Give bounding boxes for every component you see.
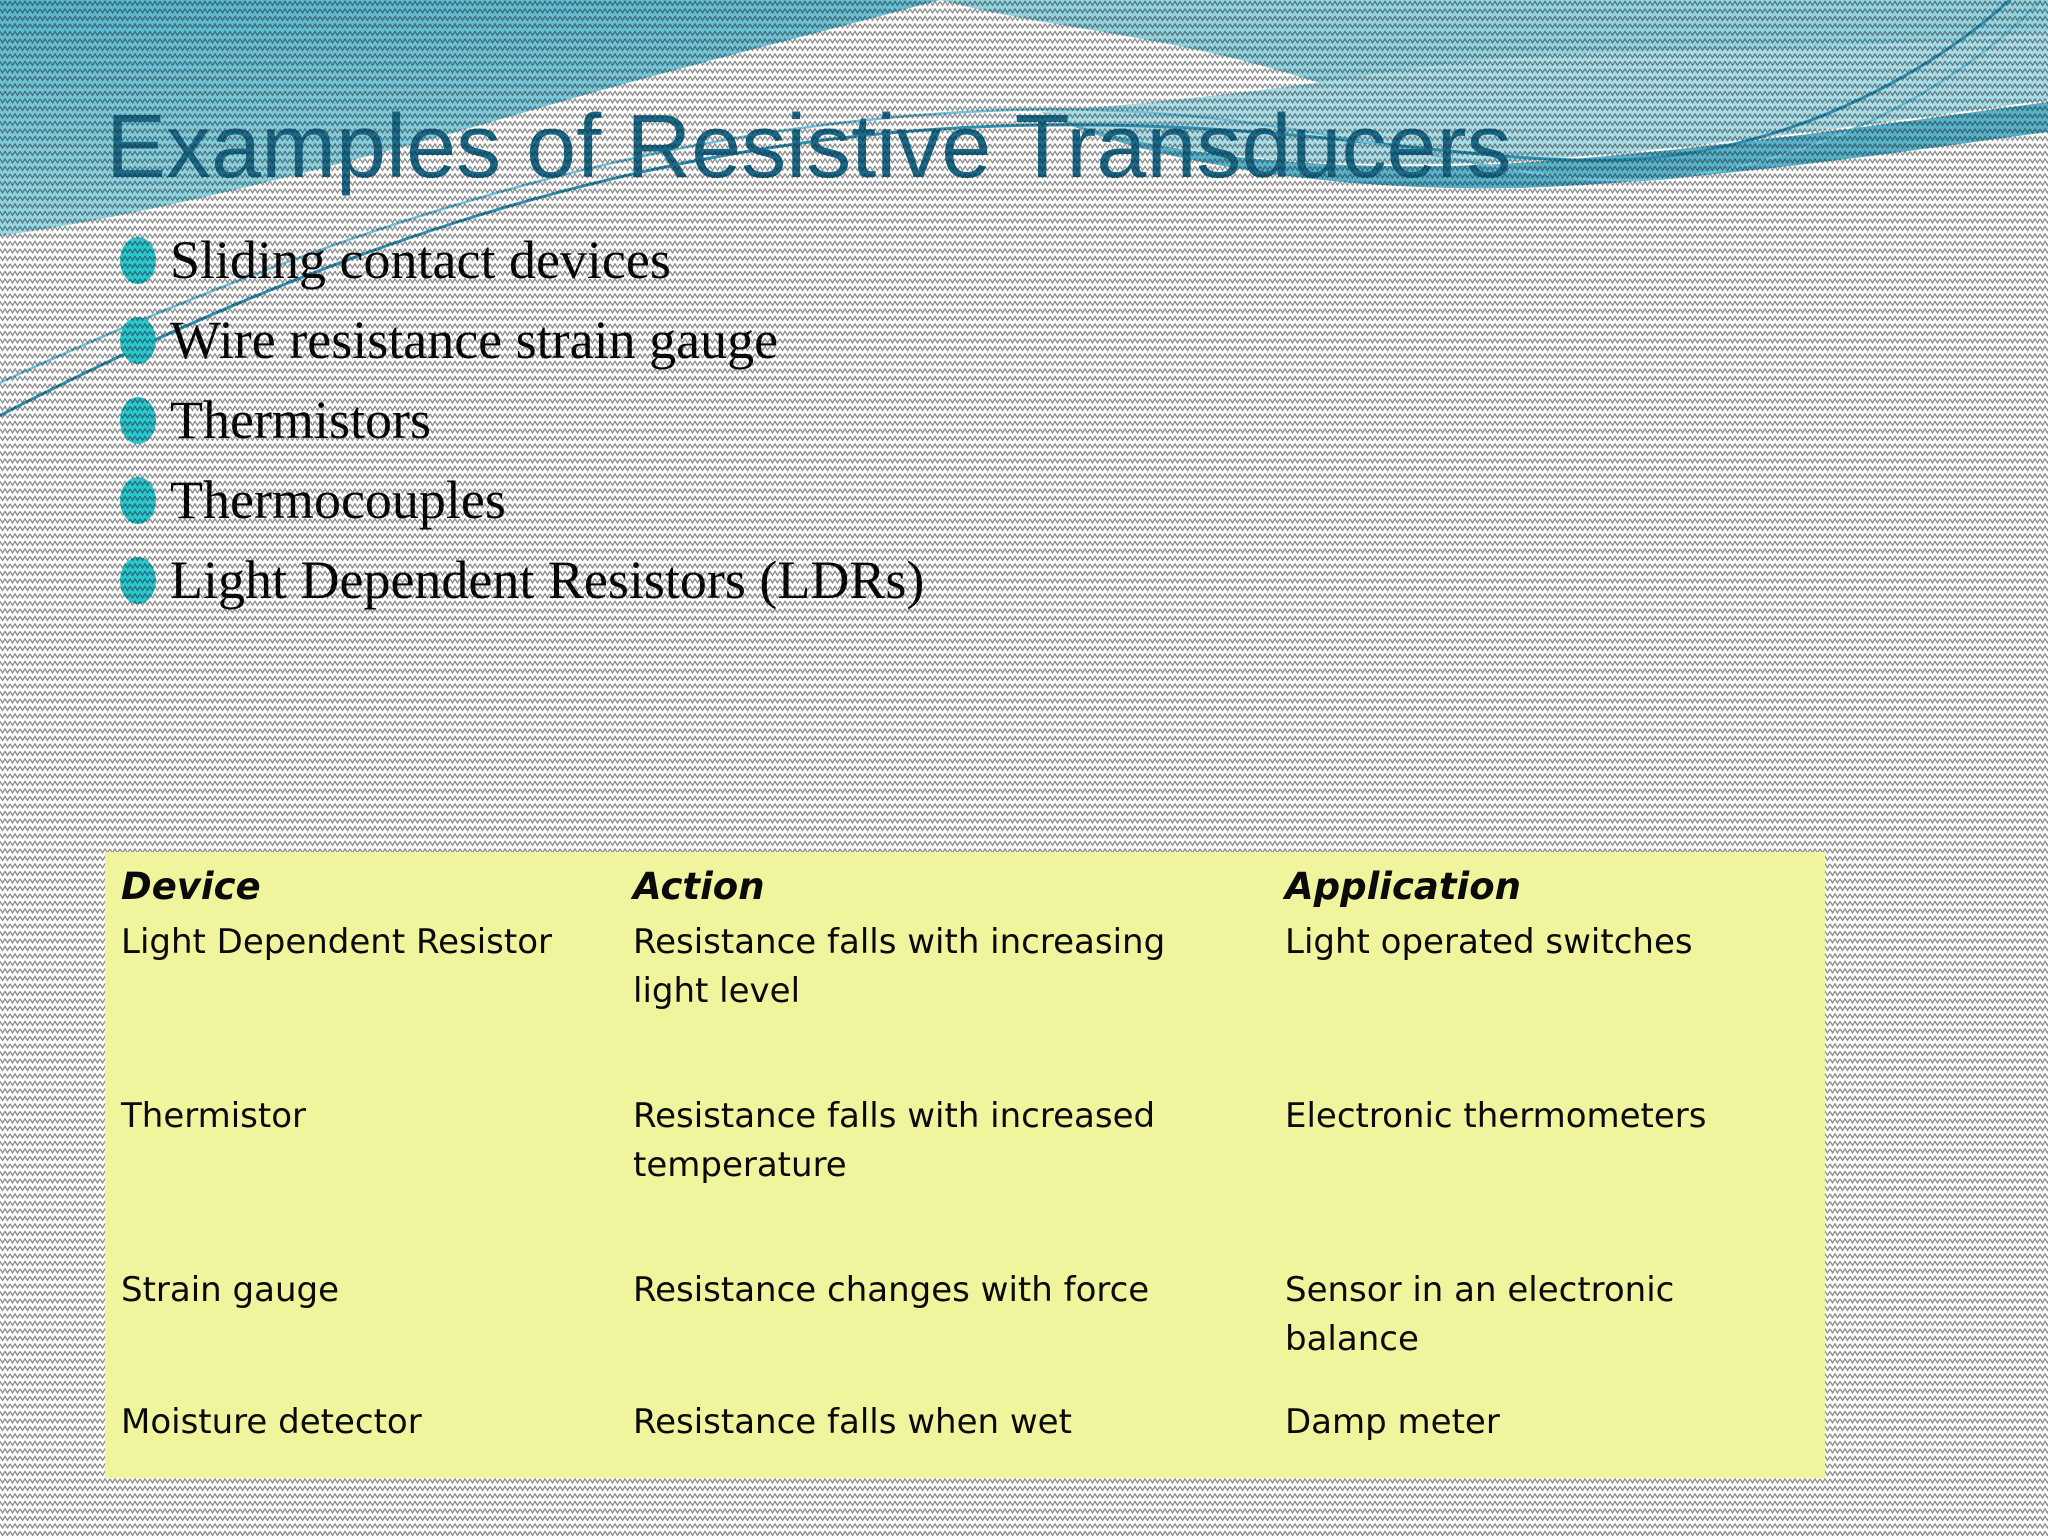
- bullet-text: Wire resistance strain gauge: [170, 310, 779, 370]
- list-item: Sliding contact devices: [120, 220, 924, 300]
- table-row: Strain gauge Resistance changes with for…: [105, 1262, 1825, 1394]
- bullet-dot-icon: [120, 556, 156, 604]
- bullet-dot-icon: [120, 236, 156, 284]
- bullet-text: Light Dependent Resistors (LDRs): [170, 550, 925, 610]
- page-title: Examples of Resistive Transducers: [106, 97, 1512, 197]
- header-cell-device: Device: [121, 865, 261, 908]
- table-row: Moisture detector Resistance falls when …: [105, 1394, 1825, 1478]
- table-cell: Resistance falls with increased temperat…: [633, 1095, 1156, 1185]
- table-cell: Resistance falls when wet: [633, 1401, 1072, 1442]
- table-row: Thermistor Resistance falls with increas…: [105, 1088, 1825, 1262]
- bullet-text: Sliding contact devices: [170, 230, 671, 290]
- table-cell: Electronic thermometers: [1285, 1095, 1707, 1136]
- table-cell: Strain gauge: [121, 1269, 339, 1310]
- bullet-dot-icon: [120, 316, 156, 364]
- bullet-text: Thermocouples: [170, 470, 506, 530]
- table-cell: Resistance changes with force: [633, 1269, 1150, 1310]
- table-cell: Light Dependent Resistor: [121, 921, 552, 962]
- header-cell-application: Application: [1285, 865, 1522, 908]
- list-item: Thermocouples: [120, 460, 924, 540]
- table-cell: Moisture detector: [121, 1401, 422, 1442]
- list-item: Wire resistance strain gauge: [120, 300, 924, 380]
- header-cell-action: Action: [633, 865, 765, 908]
- list-item: Light Dependent Resistors (LDRs): [120, 540, 924, 620]
- table-cell: Light operated switches: [1285, 921, 1693, 962]
- bullet-list: Sliding contact devices Wire resistance …: [120, 220, 924, 620]
- table-cell: Sensor in an electronic balance: [1285, 1269, 1675, 1359]
- bullet-dot-icon: [120, 396, 156, 444]
- table-cell: Resistance falls with increasing light l…: [633, 921, 1166, 1011]
- list-item: Thermistors: [120, 380, 924, 460]
- table-cell: Damp meter: [1285, 1401, 1500, 1442]
- transducer-table: Device Action Application Light Dependen…: [105, 852, 1825, 1478]
- table-cell: Thermistor: [121, 1095, 307, 1136]
- table-row: Light Dependent Resistor Resistance fall…: [105, 914, 1825, 1088]
- bullet-text: Thermistors: [170, 390, 431, 450]
- table-header-row: Device Action Application: [105, 852, 1825, 914]
- bullet-dot-icon: [120, 476, 156, 524]
